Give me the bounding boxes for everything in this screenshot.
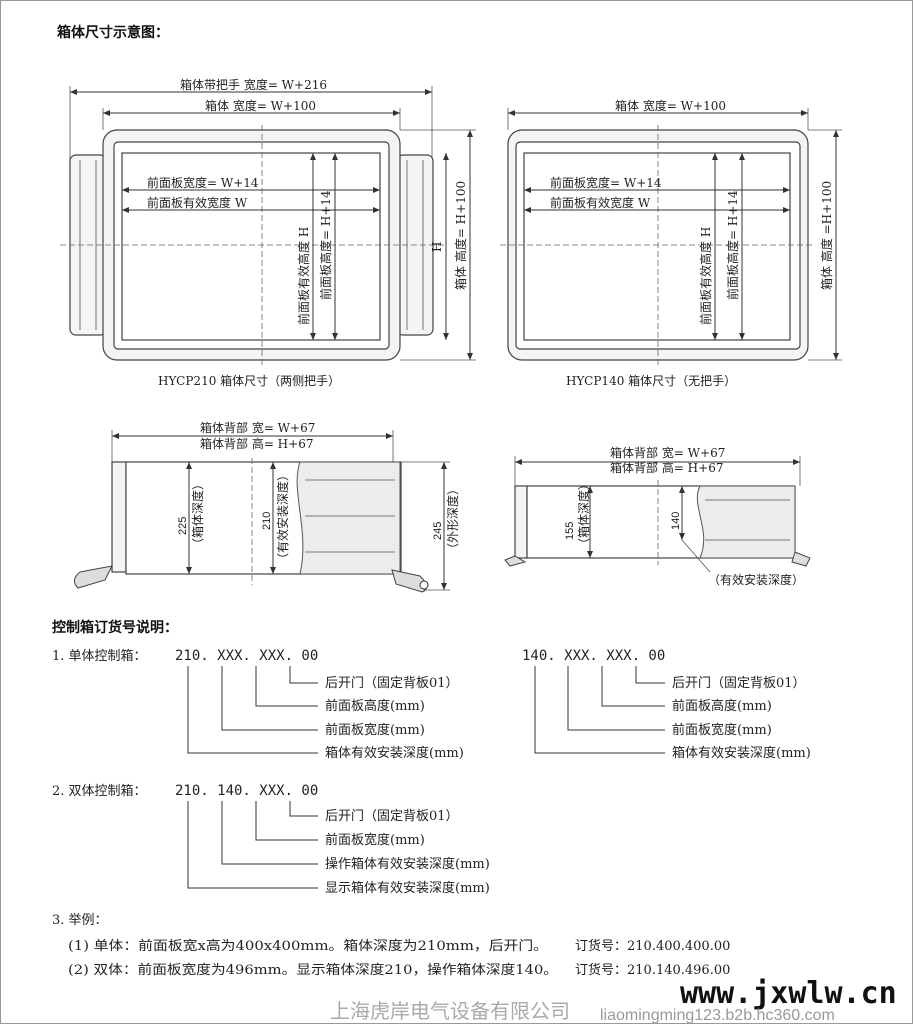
code-item: 前面板宽度(mm) [325,722,425,738]
dim-panel-height: 前面板高度= H+14 [725,190,740,300]
caption-hycp140: HYCP140 箱体尺寸（无把手） [566,373,736,388]
code-item: 前面板高度(mm) [325,698,425,714]
code-item: 操作箱体有效安装深度(mm) [325,856,490,872]
code-item: 显示箱体有效安装深度(mm) [325,880,490,896]
dim-box-height: 箱体 高度= H+100 [453,181,468,290]
dim-effective-height: 前面板有效高度 H [698,227,713,325]
code-item: 后开门（固定背板01） [672,676,806,691]
dim-box-width: 箱体 宽度= W+100 [205,98,316,113]
example-order-number: 订货号：210.140.496.00 [575,962,730,978]
code-item: 前面板宽度(mm) [325,832,425,848]
dim-back-width: 箱体背部 宽= W+67 [610,445,725,460]
dim-back-width: 箱体背部 宽= W+67 [200,420,315,435]
label-box-depth: （箱体深度） [190,478,205,550]
front-view-hycp210: 箱体带把手 宽度= W+216 箱体 宽度= W+100 前面板宽度= W+14… [60,77,476,388]
dim-box-height: 箱体 高度 =H+100 [819,181,834,290]
dim-outer-depth: 245 [432,522,444,540]
label-outer-depth: （外形深度） [445,483,460,555]
dim-back-height: 箱体背部 高= H+67 [200,436,313,451]
label-install-depth: （有效安装深度） [275,469,290,565]
dim-effective-height: 前面板有效高度 H [296,227,311,325]
code-item: 箱体有效安装深度(mm) [325,745,464,761]
watermark-company: 上海虎岸电气设备有限公司 [330,999,570,1023]
single-order-code: 1. 单体控制箱： 210. XXX. XXX. 00 后开门（固定背板01） … [52,648,811,761]
caption-hycp210: HYCP210 箱体尺寸（两侧把手） [158,373,340,388]
code-item: 前面板高度(mm) [672,698,772,714]
dim-install-depth: 210 [261,512,273,530]
code-item: 前面板宽度(mm) [672,722,772,738]
dim-box-width: 箱体 宽度= W+100 [615,98,726,113]
code-210: 210. XXX. XXX. 00 [175,648,318,664]
watermark-url: liaomingming123.b2b.hc360.com [600,1007,835,1024]
examples-label: 3. 举例： [52,913,108,928]
section-title: 箱体尺寸示意图： [57,24,169,41]
code-item: 箱体有效安装深度(mm) [672,745,811,761]
label-install-depth: （有效安装深度） [708,572,804,587]
code-140: 140. XXX. XXX. 00 [522,648,665,664]
code-item: 后开门（固定背板01） [325,676,459,691]
dim-panel-height: 前面板高度= H+14 [318,190,333,300]
double-label: 2. 双体控制箱： [52,783,147,799]
order-heading: 控制箱订货号说明： [52,619,178,636]
single-label: 1. 单体控制箱： [52,648,147,664]
dim-install-depth: 140 [670,512,682,530]
dim-panel-width: 前面板宽度= W+14 [550,175,662,190]
side-view-140: 箱体背部 宽= W+67 箱体背部 高= H+67 155 （箱体深度） 140… [504,445,811,587]
examples: 3. 举例： (1) 单体：前面板宽x高为400x400mm。箱体深度为210m… [52,913,730,978]
code-double: 210. 140. XXX. 00 [175,783,318,799]
dim-box-depth: 155 [564,522,576,540]
code-item: 后开门（固定背板01） [325,809,459,824]
side-view-210: 箱体背部 宽= W+67 箱体背部 高= H+67 225 （箱体深度） 210… [74,420,460,593]
dim-width-with-handle: 箱体带把手 宽度= W+216 [180,77,327,92]
dim-effective-width: 前面板有效宽度 W [550,195,651,210]
dim-back-height: 箱体背部 高= H+67 [610,460,723,475]
double-order-code: 2. 双体控制箱： 210. 140. XXX. 00 后开门（固定背板01） … [52,783,490,896]
dim-h: H [430,242,444,252]
label-box-depth: （箱体深度） [576,478,591,550]
watermark-site: www.jxwlw.cn [680,976,897,1011]
example-order-number: 订货号：210.400.400.00 [575,938,730,954]
example-text: (1) 单体：前面板宽x高为400x400mm。箱体深度为210mm，后开门。 [68,938,548,954]
dim-box-depth: 225 [177,517,189,535]
front-view-hycp140: 箱体 宽度= W+100 前面板宽度= W+14 前面板有效宽度 W 前面板有效… [500,98,842,388]
watermark: www.jxwlw.cn 上海虎岸电气设备有限公司 liaomingming12… [330,976,897,1024]
dim-panel-width: 前面板宽度= W+14 [147,175,259,190]
dim-effective-width: 前面板有效宽度 W [147,195,248,210]
example-text: (2) 双体：前面板宽度为496mm。显示箱体深度210，操作箱体深度140。 [68,962,558,978]
